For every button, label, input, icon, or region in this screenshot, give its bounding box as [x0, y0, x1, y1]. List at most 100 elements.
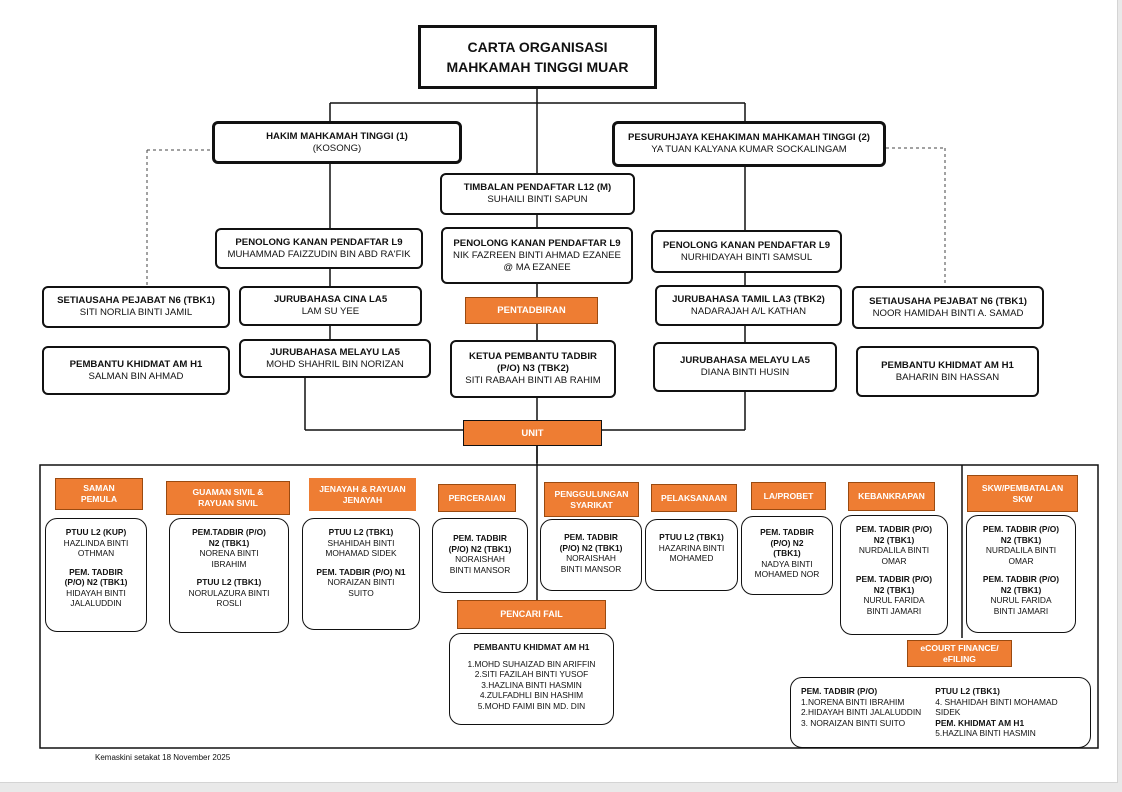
unit-penggulungan-label: PENGGULUNGAN SYARIKAT [544, 482, 639, 517]
ecourt-left-name-1: 1.NORENA BINTI IBRAHIM [801, 696, 905, 707]
ecourt-box: PEM. TADBIR (P/O) 1.NORENA BINTI IBRAHIM… [790, 677, 1091, 748]
pkp-left-box: PENOLONG KANAN PENDAFTAR L9 MUHAMMAD FAI… [215, 228, 423, 269]
unit-kebankrapan-label: KEBANKRAPAN [848, 482, 935, 511]
pkp-left-title: PENOLONG KANAN PENDAFTAR L9 [235, 236, 403, 248]
pentadbiran-label: PENTADBIRAN [465, 297, 598, 324]
jb-tamil-box: JURUBAHASA TAMIL LA3 (TBK2) NADARAJAH A/… [655, 285, 842, 326]
pencari-heading: PEMBANTU KHIDMAT AM H1 [473, 642, 590, 652]
skw-name-1: NURDALILA BINTI OMAR [985, 545, 1057, 566]
jb-tamil-title: JURUBAHASA TAMIL LA3 (TBK2) [672, 293, 825, 305]
pencari-name-1: 1.MOHD SUHAIZAD BIN ARIFFIN [467, 658, 596, 669]
jenayah-role-1: PTUU L2 (TBK1) [328, 527, 394, 537]
pencari-name-2: 2.SITI FAZILAH BINTI YUSOF [474, 669, 589, 679]
unit-penggulungan-box: PEM. TADBIR (P/O) N2 (TBK1) NORAISHAH BI… [540, 519, 642, 591]
setia-left-title: SETIAUSAHA PEJABAT N6 (TBK1) [57, 295, 215, 306]
pencari-name-3: 3.HAZLINA BINTI HASMIN [481, 679, 582, 690]
unit-skw-box: PEM. TADBIR (P/O) N2 (TBK1) NURDALILA BI… [966, 515, 1076, 633]
ecourt-left-heading: PEM. TADBIR (P/O) [801, 686, 878, 696]
pkp-right-box: PENOLONG KANAN PENDAFTAR L9 NURHIDAYAH B… [651, 230, 842, 273]
setia-left-name: SITI NORLIA BINTI JAMIL [79, 307, 193, 318]
pesuruhjaya-title: PESURUHJAYA KEHAKIMAN MAHKAMAH TINGGI (2… [628, 132, 870, 143]
setia-left-box: SETIAUSAHA PEJABAT N6 (TBK1) SITI NORLIA… [42, 286, 230, 328]
pkp-right-title: PENOLONG KANAN PENDAFTAR L9 [662, 239, 831, 251]
ecourt-left-column: PEM. TADBIR (P/O) 1.NORENA BINTI IBRAHIM… [801, 686, 921, 739]
timbalan-box: TIMBALAN PENDAFTAR L12 (M) SUHAILI BINTI… [440, 173, 635, 215]
unit-guaman-box: PEM.TADBIR (P/O) N2 (TBK1) NORENA BINTI … [169, 518, 289, 633]
unit-kebankrapan-box: PEM. TADBIR (P/O) N2 (TBK1) NURDALILA BI… [840, 515, 948, 635]
jb-cina-name: LAM SU YEE [301, 306, 360, 317]
pembantu-left-name: SALMAN BIN AHMAD [88, 370, 184, 382]
jb-melayu-left-name: MOHD SHAHRIL BIN NORIZAN [266, 358, 404, 370]
ketua-name: SITI RABAAH BINTI AB RAHIM [465, 375, 601, 386]
saman-role-1: PTUU L2 (KUP) [65, 527, 127, 537]
footer-updated: Kemaskini setakat 18 November 2025 [95, 753, 231, 762]
ecourt-right-line-2: 5.HAZLINA BINTI HASMIN [935, 728, 1036, 738]
jenayah-role-2: PEM. TADBIR (P/O) N1 [316, 566, 406, 577]
timbalan-name: SUHAILI BINTI SAPUN [487, 194, 588, 205]
chart-title: CARTA ORGANISASI MAHKAMAH TINGGI MUAR [418, 25, 657, 89]
ecourt-left-name-3: 3. NORAIZAN BINTI SUITO [801, 717, 906, 728]
pembantu-left-box: PEMBANTU KHIDMAT AM H1 SALMAN BIN AHMAD [42, 346, 230, 395]
guaman-name-1: NORENA BINTI IBRAHIM [199, 548, 259, 569]
unit-perceraian-box: PEM. TADBIR (P/O) N2 (TBK1) NORAISHAH BI… [432, 518, 528, 593]
penggulungan-role: PEM. TADBIR (P/O) N2 (TBK1) [559, 532, 623, 553]
guaman-role-2: PTUU L2 (TBK1) [196, 577, 262, 587]
pelaksanaan-name: HAZARINA BINTI MOHAMED [658, 542, 725, 564]
ecourt-right-heading: PTUU L2 (TBK1) [935, 686, 1000, 696]
pkp-mid-name: NIK FAZREEN BINTI AHMAD EZANEE @ MA EZAN… [453, 249, 621, 273]
unit-laprobet-label: LA/PROBET [751, 482, 826, 510]
kebankrapan-role-2: PEM. TADBIR (P/O) N2 (TBK1) [855, 574, 933, 595]
pembantu-right-box: PEMBANTU KHIDMAT AM H1 BAHARIN BIN HASSA… [856, 346, 1039, 397]
pencari-name-4: 4.ZULFADHLI BIN HASHIM [479, 690, 584, 700]
pkp-right-name: NURHIDAYAH BINTI SAMSUL [680, 251, 813, 263]
perceraian-name: NORAISHAH BINTI MANSOR [449, 554, 511, 575]
ketua-title: KETUA PEMBANTU TADBIR (P/O) N3 (TBK2) [469, 351, 597, 374]
perceraian-role: PEM. TADBIR (P/O) N2 (TBK1) [448, 533, 512, 554]
jb-cina-box: JURUBAHASA CINA LA5 LAM SU YEE [239, 286, 422, 326]
setia-right-box: SETIAUSAHA PEJABAT N6 (TBK1) NOOR HAMIDA… [852, 286, 1044, 329]
pembantu-right-title: PEMBANTU KHIDMAT AM H1 [881, 359, 1014, 371]
skw-role-2: PEM. TADBIR (P/O) N2 (TBK1) [982, 574, 1060, 595]
jb-melayu-right-title: JURUBAHASA MELAYU LA5 [680, 355, 810, 366]
jenayah-name-1: SHAHIDAH BINTI MOHAMAD SIDEK [325, 537, 397, 559]
pkp-left-name: MUHAMMAD FAIZZUDIN BIN ABD RA'FIK [227, 248, 411, 260]
pencari-fail-box: PEMBANTU KHIDMAT AM H1 1.MOHD SUHAIZAD B… [449, 633, 614, 725]
jb-melayu-left-box: JURUBAHASA MELAYU LA5 MOHD SHAHRIL BIN N… [239, 339, 431, 378]
pesuruhjaya-name: YA TUAN KALYANA KUMAR SOCKALINGAM [651, 144, 847, 155]
pkp-mid-box: PENOLONG KANAN PENDAFTAR L9 NIK FAZREEN … [441, 227, 633, 284]
pembantu-right-name: BAHARIN BIN HASSAN [895, 371, 1000, 383]
jb-melayu-right-name: DIANA BINTI HUSIN [700, 367, 790, 378]
skw-name-2: NURUL FARIDA BINTI JAMARI [990, 595, 1052, 616]
pembantu-left-title: PEMBANTU KHIDMAT AM H1 [69, 358, 203, 370]
laprobet-name: NADYA BINTI MOHAMED NOR [754, 558, 820, 580]
hakim-title: HAKIM MAHKAMAH TINGGI (1) [266, 130, 408, 142]
unit-perceraian-label: PERCERAIAN [438, 484, 516, 512]
unit-jenayah-box: PTUU L2 (TBK1) SHAHIDAH BINTI MOHAMAD SI… [302, 518, 420, 630]
saman-name-1: HAZLINDA BINTI OTHMAN [63, 537, 129, 559]
guaman-role-1: PEM.TADBIR (P/O) N2 (TBK1) [192, 527, 266, 548]
ecourt-label: eCOURT FINANCE/ eFILING [907, 640, 1012, 667]
title-line1: CARTA ORGANISASI [467, 39, 608, 55]
laprobet-role: PEM. TADBIR (P/O) N2 (TBK1) [760, 527, 814, 558]
unit-jenayah-label: JENAYAH & RAYUAN JENAYAH [309, 478, 416, 511]
jenayah-name-2: NORAIZAN BINTI SUITO [327, 577, 395, 598]
unit-pelaksanaan-box: PTUU L2 (TBK1) HAZARINA BINTI MOHAMED [645, 519, 738, 591]
jb-cina-title: JURUBAHASA CINA LA5 [273, 294, 388, 305]
pkp-mid-title: PENOLONG KANAN PENDAFTAR L9 [453, 237, 621, 249]
kebankrapan-name-2: NURUL FARIDA BINTI JAMARI [863, 595, 925, 616]
title-line2: MAHKAMAH TINGGI MUAR [446, 59, 629, 75]
unit-skw-label: SKW/PEMBATALAN SKW [967, 475, 1078, 512]
penggulungan-name: NORAISHAH BINTI MANSOR [560, 553, 622, 574]
ecourt-right-column: PTUU L2 (TBK1) 4. SHAHIDAH BINTI MOHAMAD… [935, 686, 1080, 739]
skw-role-1: PEM. TADBIR (P/O) N2 (TBK1) [982, 524, 1060, 545]
jb-melayu-right-box: JURUBAHASA MELAYU LA5 DIANA BINTI HUSIN [653, 342, 837, 392]
kebankrapan-role-1: PEM. TADBIR (P/O) N2 (TBK1) [855, 524, 933, 545]
hakim-name: (KOSONG) [312, 142, 362, 154]
unit-pelaksanaan-label: PELAKSANAAN [651, 484, 737, 512]
guaman-name-2: NORULAZURA BINTI ROSLI [188, 587, 270, 609]
unit-saman-box: PTUU L2 (KUP) HAZLINDA BINTI OTHMAN PEM.… [45, 518, 147, 632]
ecourt-right-line-1: 4. SHAHIDAH BINTI MOHAMAD SIDEK [935, 696, 1058, 718]
ketua-box: KETUA PEMBANTU TADBIR (P/O) N3 (TBK2) SI… [450, 340, 616, 398]
pencari-name-5: 5.MOHD FAIMI BIN MD. DIN [477, 700, 586, 711]
